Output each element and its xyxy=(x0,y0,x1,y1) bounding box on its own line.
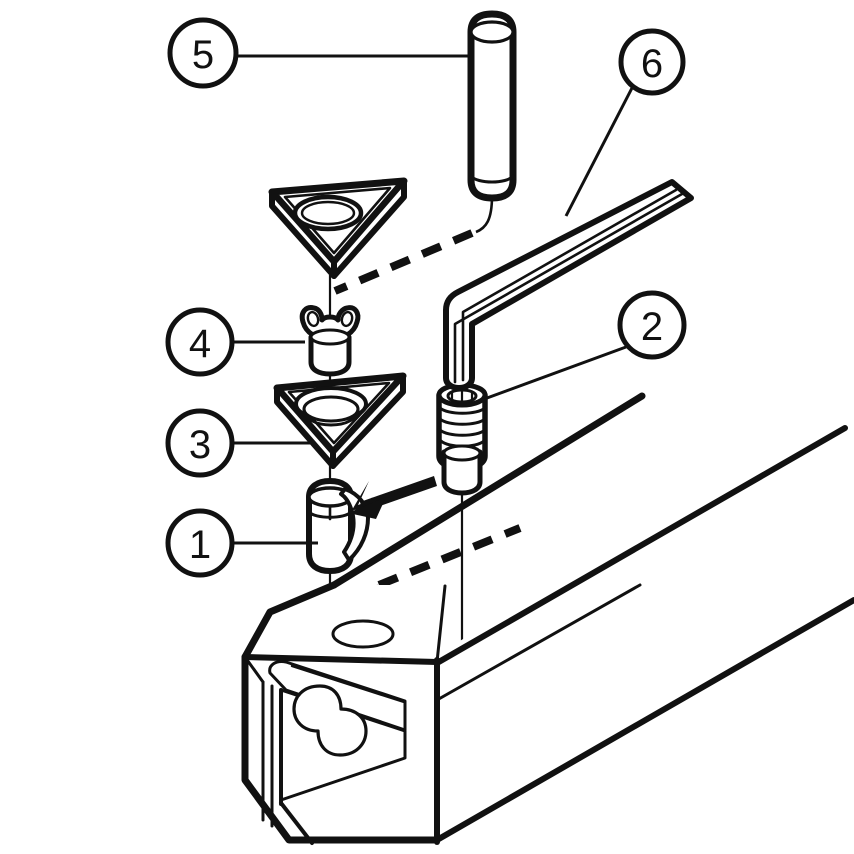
shank-edge-lower xyxy=(434,597,854,843)
pocket-keyhole-slot xyxy=(292,684,368,757)
callouts: 5 6 2 4 3 1 xyxy=(165,17,687,578)
shim-screw xyxy=(299,305,361,377)
callout-1-label: 1 xyxy=(189,523,211,567)
callout-1[interactable]: 1 xyxy=(165,508,235,578)
pin-bottom-hook xyxy=(475,195,494,234)
callout-2-label: 2 xyxy=(641,305,663,349)
shank-edge-upper xyxy=(434,425,848,666)
callout-1-circle[interactable] xyxy=(165,508,235,578)
head-front-top-edge xyxy=(242,654,440,665)
cylindrical-pin-body xyxy=(467,10,517,202)
head-bottom-bevel xyxy=(279,801,314,845)
shank-top-back-edge xyxy=(330,392,646,589)
insert-right-wall xyxy=(331,178,407,279)
clamp-screw-thread-2 xyxy=(438,417,487,426)
insertion-direction-arrow xyxy=(348,476,437,519)
cylindrical-pin-top-face xyxy=(469,20,515,44)
insert-center-hole-inner xyxy=(300,200,356,226)
shim-hole-inner xyxy=(302,395,360,423)
clamp-screw-shank xyxy=(441,449,483,496)
callout-4[interactable]: 4 xyxy=(165,307,235,377)
callout-5-label: 5 xyxy=(192,33,214,77)
shank-fill xyxy=(432,400,854,840)
callout-6[interactable]: 6 xyxy=(618,28,686,96)
clamp-screw-thread-3 xyxy=(438,428,487,437)
clamp-screw-shank-top xyxy=(442,444,482,462)
screw-path-dashed xyxy=(377,524,522,589)
tool-holder-body xyxy=(241,392,854,845)
callout-4-circle[interactable] xyxy=(165,307,235,377)
leader-2 xyxy=(486,345,627,400)
head-left-bevel-line xyxy=(243,655,265,684)
head-outline-bevel xyxy=(241,581,338,661)
head-outline-left xyxy=(241,653,441,844)
callout-6-circle[interactable] xyxy=(618,28,686,96)
clamp-screw-thread-1 xyxy=(438,406,487,415)
pin-path-dashed xyxy=(333,229,474,295)
shim-screw-lobe-hole-left xyxy=(306,310,320,328)
callout-4-label: 4 xyxy=(189,322,211,366)
shim xyxy=(273,372,407,469)
cylindrical-pin xyxy=(467,10,517,202)
callout-2[interactable]: 2 xyxy=(617,290,687,360)
callout-2-circle[interactable] xyxy=(617,290,687,360)
holder-screw-hole xyxy=(331,619,395,649)
hex-key-facet-2 xyxy=(453,192,684,384)
callout-leaders xyxy=(232,54,634,545)
shim-screw-lobe-hole-right xyxy=(340,310,354,328)
callout-6-label: 6 xyxy=(641,42,663,86)
shank-edge-mid xyxy=(435,583,642,702)
callout-3[interactable]: 3 xyxy=(165,408,235,478)
callout-3-label: 3 xyxy=(189,423,211,467)
shim-hole-bore xyxy=(302,407,360,427)
clamp-screw xyxy=(436,382,488,496)
arrow-head xyxy=(348,497,386,519)
clamp-screw-socket-flats xyxy=(450,389,474,403)
head-step-edge xyxy=(435,584,447,664)
shim-screw-collar xyxy=(308,334,352,377)
cylindrical-pin-bottom-edge xyxy=(469,174,515,184)
callout-5[interactable]: 5 xyxy=(167,17,239,89)
callout-3-circle[interactable] xyxy=(165,408,235,478)
hex-key-wrench xyxy=(443,179,694,391)
hex-key-facet-1 xyxy=(461,188,678,382)
leader-6 xyxy=(564,87,634,217)
callout-5-circle[interactable] xyxy=(167,17,239,89)
cutting-insert xyxy=(268,177,408,279)
shim-right-wall xyxy=(330,373,406,469)
shim-screw-top-face xyxy=(309,328,351,346)
pocket-ledge-inner xyxy=(290,664,406,704)
